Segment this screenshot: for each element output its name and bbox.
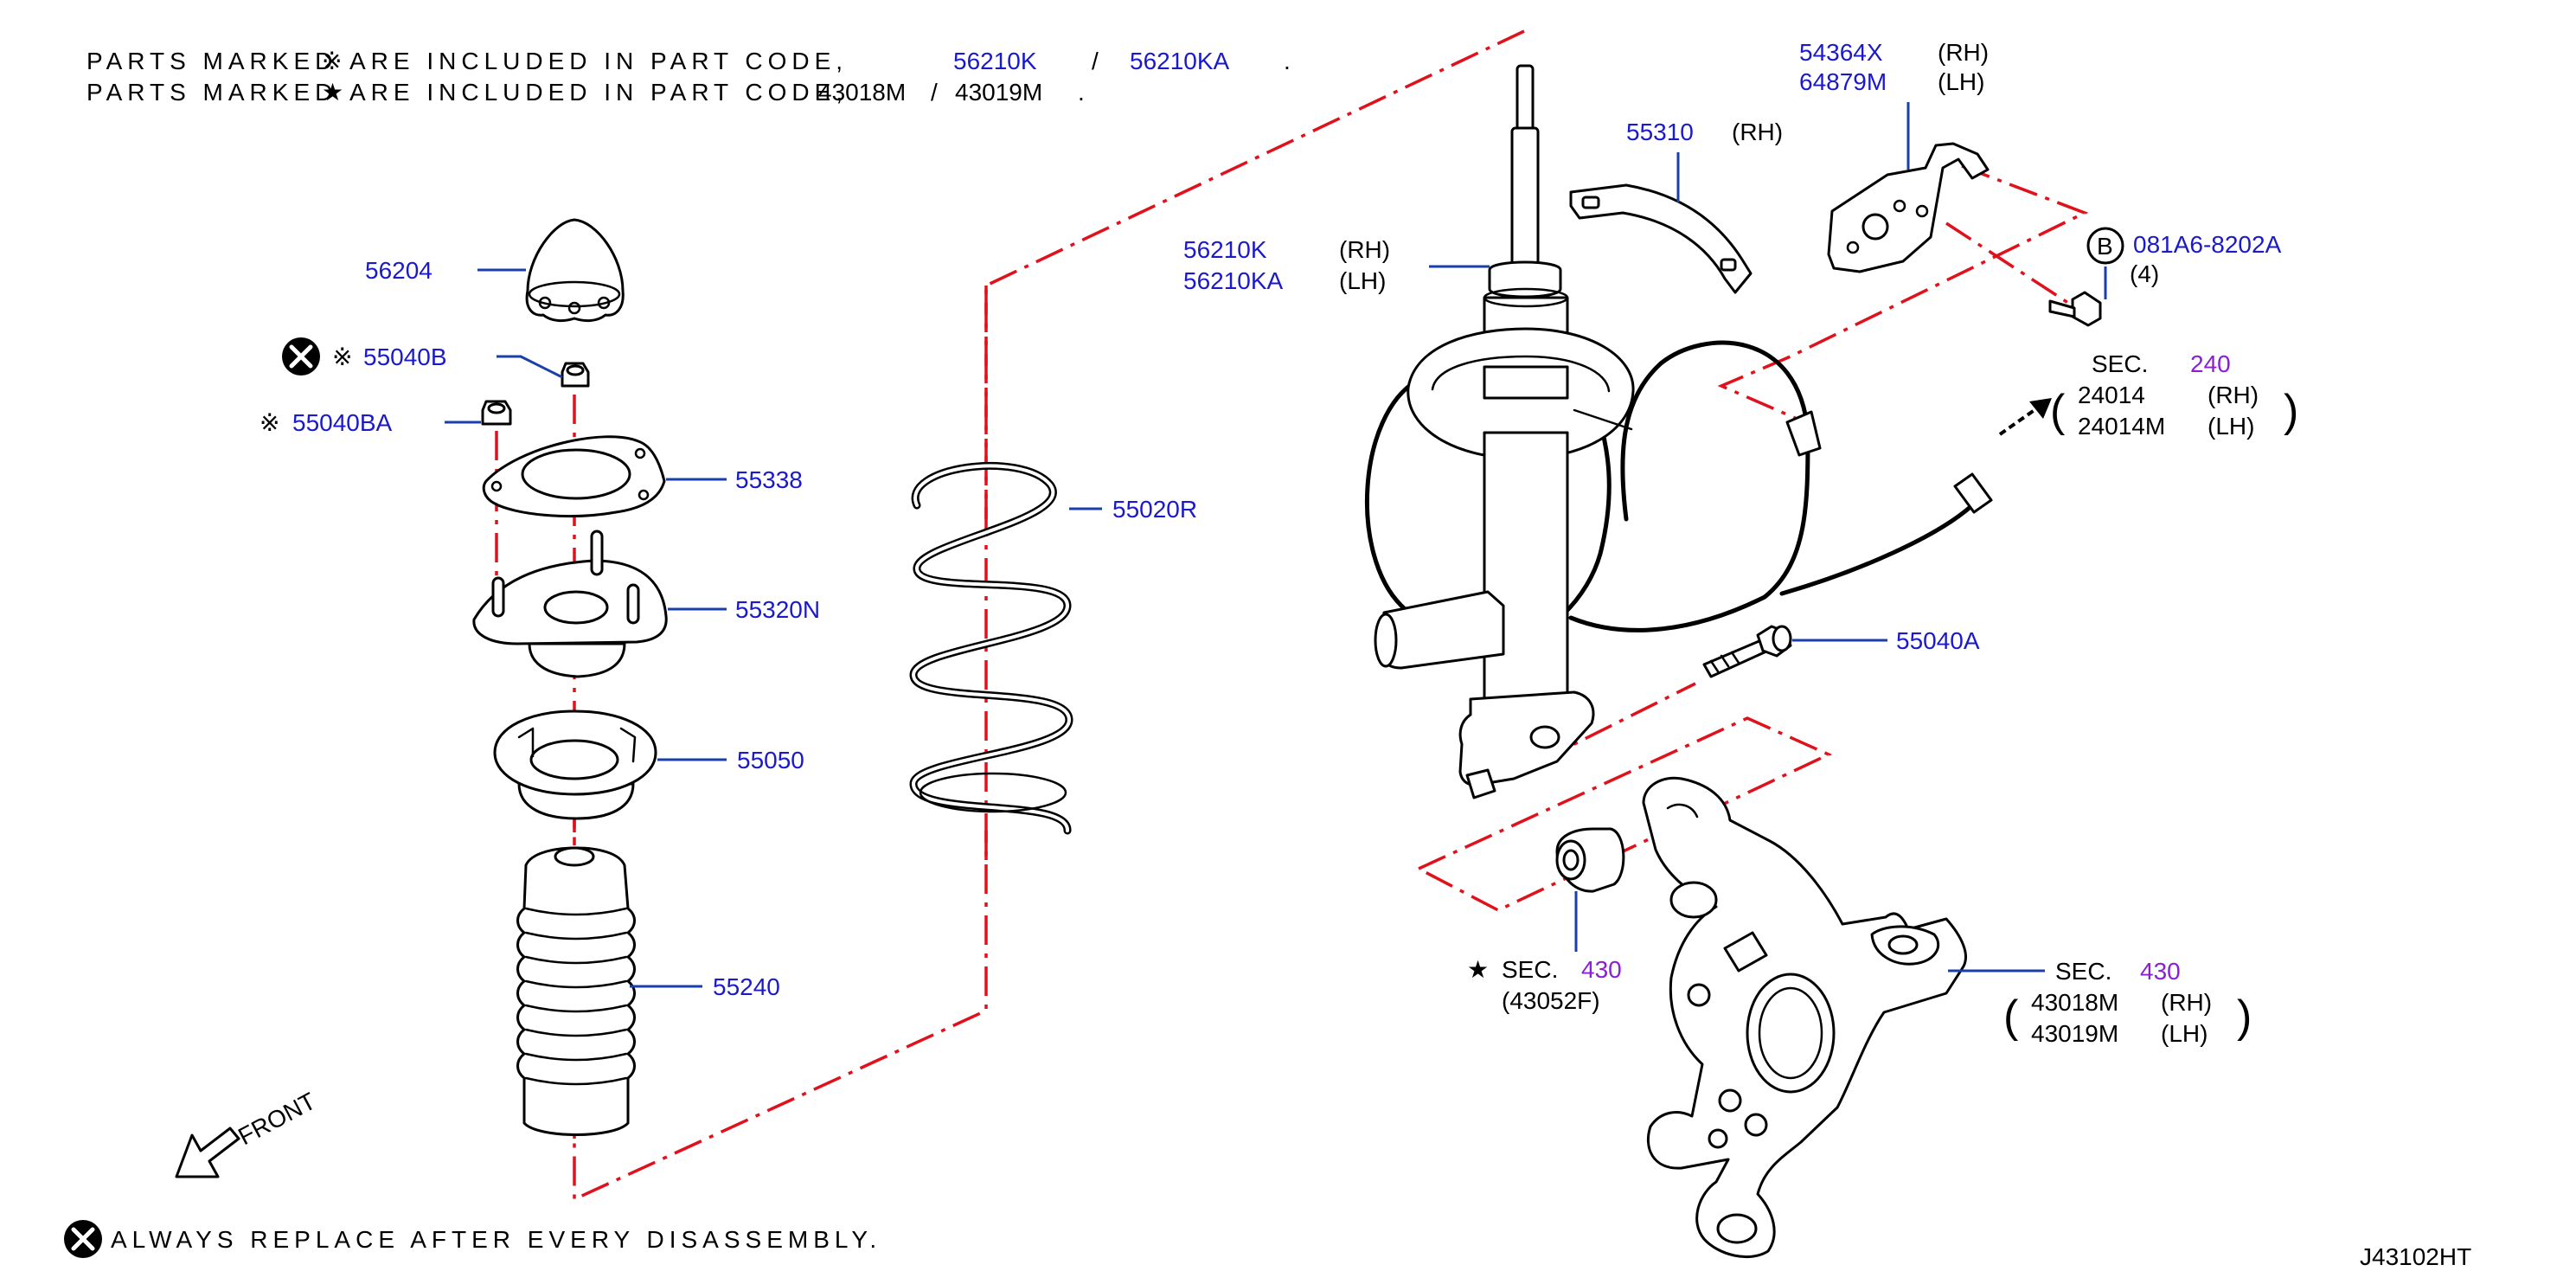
replace-x-icon (282, 337, 320, 376)
section-label: SEC. (2055, 958, 2111, 985)
part-code-24014m: 24014M (2078, 413, 2165, 440)
bracket-open: ( (2050, 386, 2066, 436)
part-55310-hose-clamp[interactable] (1569, 183, 1753, 294)
arrow-to-sec240-icon (1998, 398, 2052, 436)
part-55040b-nut[interactable] (561, 362, 590, 388)
header-note-2: PARTS MARKED ★ ARE INCLUDED IN PART CODE… (87, 79, 1085, 106)
diagram-code: J43102HT (2360, 1243, 2471, 1270)
part-55320n-strut-mount[interactable] (472, 530, 668, 678)
note-prefix: PARTS MARKED (87, 48, 337, 74)
b-reference-icon: B (2086, 227, 2124, 265)
side-label-lh: (LH) (2161, 1020, 2208, 1047)
side-label-rh: (RH) (2208, 382, 2259, 408)
section-link-430[interactable]: 430 (1581, 956, 1622, 983)
callout-56210ka[interactable]: 56210KA (1183, 267, 1284, 294)
callout-55040ba[interactable]: 55040BA (292, 409, 393, 436)
side-label-rh: (RH) (2161, 989, 2212, 1016)
part-55338-insulator-plate[interactable] (482, 435, 666, 518)
section-label: SEC. (1502, 956, 1558, 983)
callout-55338[interactable]: 55338 (735, 466, 803, 493)
callout-64879m[interactable]: 64879M (1799, 68, 1887, 95)
part-steering-knuckle[interactable] (1642, 776, 1967, 1259)
part-code-link-56210ka[interactable]: 56210KA (1130, 48, 1230, 74)
kome-symbol-icon: ※ (322, 48, 342, 74)
part-55020r-coil-spring[interactable] (909, 461, 1073, 835)
callout-55320n[interactable]: 55320N (735, 596, 820, 623)
part-code-43018m: 43018M (818, 79, 906, 106)
callout-55310[interactable]: 55310 (1626, 119, 1694, 145)
side-label-lh: (LH) (2208, 413, 2254, 440)
part-55240-dust-boot[interactable] (516, 846, 636, 1136)
part-55050-bearing[interactable] (493, 709, 657, 820)
part-55040ba-nut[interactable] (481, 400, 512, 426)
bushing-phantom-box (1415, 716, 1833, 912)
star-symbol-icon: ★ (322, 79, 343, 106)
part-56204-bump-cap[interactable] (525, 218, 625, 323)
note-middle: ARE INCLUDED IN PART CODE, (349, 79, 848, 106)
bracket-close: ) (2237, 992, 2252, 1042)
note-end: . (1078, 79, 1085, 106)
leader-55040b (497, 355, 563, 379)
part-43052f-bushing[interactable] (1555, 827, 1625, 893)
bracket-phantom-line (1717, 164, 2089, 422)
section-link-240[interactable]: 240 (2190, 350, 2231, 377)
part-code-link-56210k[interactable]: 56210K (953, 48, 1037, 74)
side-label-lh: (LH) (1938, 68, 1984, 95)
callout-55240[interactable]: 55240 (713, 973, 780, 1000)
replace-note: ALWAYS REPLACE AFTER EVERY DISASSEMBLY. (111, 1226, 881, 1253)
part-code-24014: 24014 (2078, 382, 2145, 408)
section-link-430[interactable]: 430 (2140, 958, 2181, 985)
callout-55040a[interactable]: 55040A (1896, 627, 1980, 654)
note-separator: / (931, 79, 938, 106)
spring-phantom-line (573, 29, 1525, 1202)
section-label: SEC. (2092, 350, 2148, 377)
front-label: FRONT (234, 1088, 320, 1151)
side-label-lh: (LH) (1339, 267, 1386, 294)
callout-56210k[interactable]: 56210K (1183, 236, 1267, 263)
bolt-quantity: (4) (2130, 260, 2159, 287)
callout-55050[interactable]: 55050 (737, 747, 804, 774)
callout-55040b[interactable]: 55040B (363, 343, 447, 370)
note-separator: / (1092, 48, 1099, 74)
note-prefix: PARTS MARKED (87, 79, 337, 106)
bolt-phantom-line (1945, 221, 2077, 310)
note-end: . (1284, 48, 1291, 74)
side-label-rh: (RH) (1339, 236, 1390, 263)
front-arrow-icon (175, 1127, 240, 1178)
part-081a6-8202a-bolt[interactable] (2048, 291, 2102, 327)
callout-081a6-8202a[interactable]: 081A6-8202A (2133, 231, 2282, 258)
bracket-open: ( (2003, 992, 2019, 1042)
replace-x-icon (64, 1220, 102, 1258)
callout-55020r[interactable]: 55020R (1112, 496, 1197, 523)
side-label-rh: (RH) (1938, 39, 1989, 66)
note-middle: ARE INCLUDED IN PART CODE, (349, 48, 848, 74)
star-symbol-icon: ★ (1467, 956, 1489, 983)
part-54364x-bracket[interactable] (1827, 142, 1990, 273)
b-reference-letter: B (2097, 233, 2113, 260)
part-code-43019m: 43019M (2031, 1020, 2118, 1047)
part-code-43018m: 43018M (2031, 989, 2118, 1016)
callout-54364x[interactable]: 54364X (1799, 39, 1883, 66)
header-note-1: PARTS MARKED ※ ARE INCLUDED IN PART CODE… (87, 48, 1291, 74)
callout-56204[interactable]: 56204 (365, 257, 433, 284)
part-code-43019m: 43019M (955, 79, 1042, 106)
part-55040a-bolt[interactable] (1702, 625, 1792, 678)
kome-symbol-icon: ※ (260, 409, 279, 436)
side-label-rh: (RH) (1732, 119, 1783, 145)
part-strut-assembly[interactable] (1365, 64, 1993, 799)
kome-symbol-icon: ※ (332, 343, 352, 370)
part-code-43052f: (43052F) (1502, 987, 1600, 1014)
bracket-close: ) (2284, 386, 2298, 436)
